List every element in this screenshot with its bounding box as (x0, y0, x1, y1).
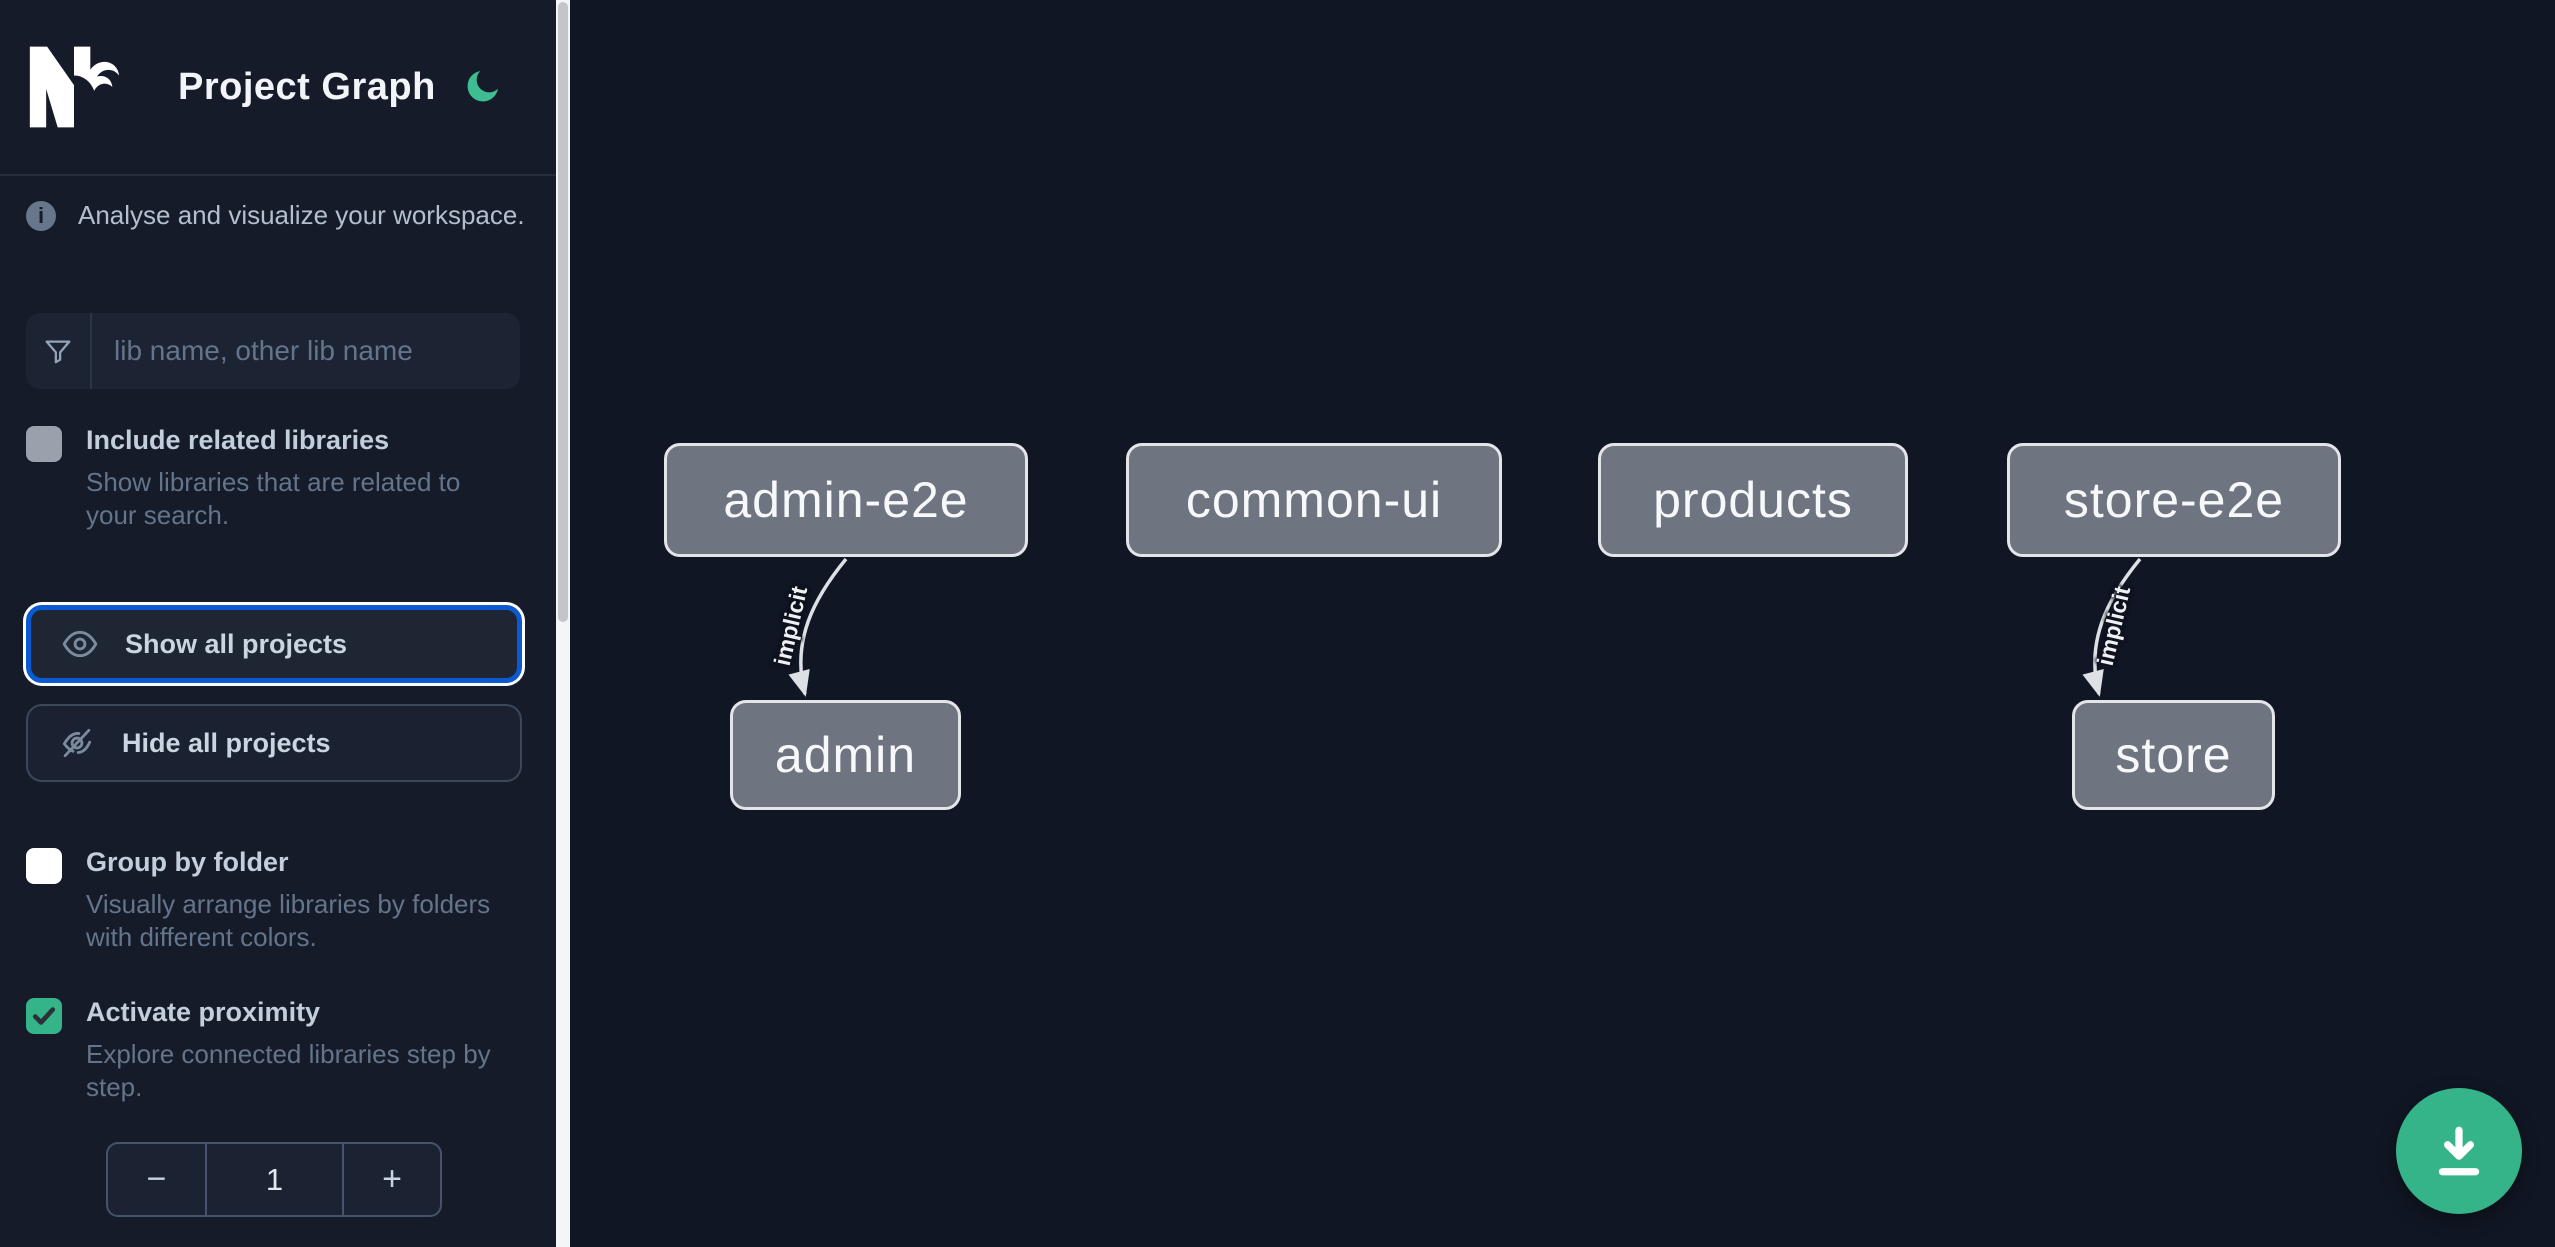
tagline-row: i Analyse and visualize your workspace. (26, 200, 525, 231)
include-related-label: Include related libraries (86, 425, 390, 455)
nx-logo (29, 46, 120, 128)
activate-proximity-label: Activate proximity (86, 997, 321, 1027)
graph-node-admin[interactable]: admin (730, 700, 961, 810)
filter-icon (26, 313, 92, 389)
download-image-button[interactable] (2396, 1088, 2522, 1214)
group-by-folder-checkbox[interactable] (26, 848, 62, 884)
eye-icon (62, 630, 98, 658)
tagline-text: Analyse and visualize your workspace. (78, 200, 525, 230)
activate-proximity-checkbox[interactable] (26, 998, 62, 1034)
group-by-folder-label: Group by folder (86, 847, 289, 877)
checkmark-icon (32, 1007, 56, 1025)
include-related-description: Show libraries that are related to your … (86, 466, 461, 530)
proximity-depth-stepper: − 1 + (106, 1142, 442, 1217)
activate-proximity-option: Activate proximity Explore connected lib… (26, 996, 512, 1104)
edge-store-e2e-to-store (2082, 557, 2142, 697)
decrement-button[interactable]: − (108, 1144, 207, 1215)
proximity-depth-value: 1 (265, 1161, 284, 1197)
sidebar-scrollbar-thumb[interactable] (558, 2, 568, 622)
edge-label-implicit: implicit (768, 583, 813, 669)
graph-node-common-ui[interactable]: common-ui (1126, 443, 1502, 557)
search-box (26, 313, 520, 389)
edge-admin-e2e-to-admin (788, 557, 848, 697)
increment-button[interactable]: + (342, 1144, 440, 1215)
sidebar: Project Graph i Analyse and visualize yo… (0, 0, 556, 1247)
hide-all-projects-button[interactable]: Hide all projects (26, 704, 522, 782)
group-by-folder-option: Group by folder Visually arrange librari… (26, 846, 512, 954)
group-by-folder-description: Visually arrange libraries by folders wi… (86, 888, 491, 952)
theme-toggle-button[interactable] (460, 62, 508, 110)
include-related-option: Include related libraries Show libraries… (26, 424, 512, 532)
hide-all-projects-label: Hide all projects (122, 727, 331, 758)
graph-node-store-e2e[interactable]: store-e2e (2007, 443, 2341, 557)
search-input[interactable] (92, 313, 520, 389)
moon-icon (467, 70, 498, 101)
show-all-projects-button[interactable]: Show all projects (26, 605, 522, 683)
page-title: Project Graph (178, 65, 436, 108)
edge-label-implicit: implicit (2091, 583, 2136, 669)
graph-node-admin-e2e[interactable]: admin-e2e (664, 443, 1028, 557)
eye-off-icon (62, 728, 92, 758)
show-all-projects-label: Show all projects (125, 628, 348, 659)
download-icon (2438, 1126, 2480, 1176)
activate-proximity-description: Explore connected libraries step by step… (86, 1038, 491, 1102)
info-icon: i (26, 200, 56, 231)
graph-node-store[interactable]: store (2072, 700, 2275, 810)
sidebar-header: Project Graph (0, 0, 556, 176)
sidebar-scrollbar-track[interactable] (556, 0, 570, 1247)
include-related-checkbox[interactable] (26, 426, 62, 462)
graph-node-products[interactable]: products (1598, 443, 1908, 557)
